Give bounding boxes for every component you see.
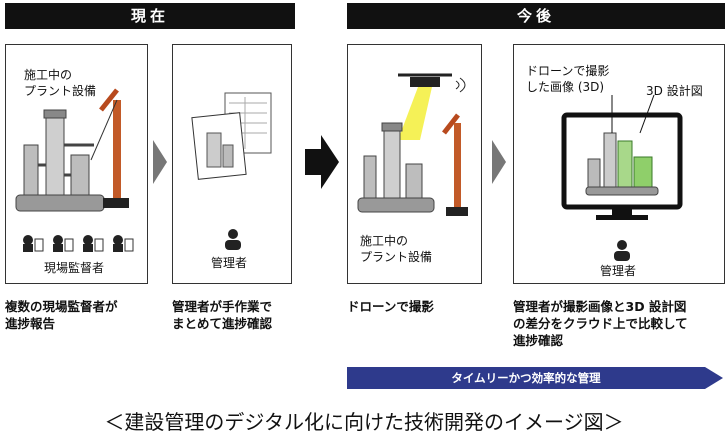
plant-icon bbox=[357, 122, 435, 213]
figure-caption: ＜建設管理のデジタル化に向けた技術開発のイメージ図＞ bbox=[104, 410, 624, 434]
description-manual-check: 管理者が手作業で まとめて進捗確認 bbox=[172, 299, 273, 331]
arrow-right-icon bbox=[153, 140, 167, 184]
panel-current-field: 施工中の プラント設備 現場監督者 bbox=[5, 44, 148, 284]
panel-future-drone: 施工中の プラント設備 bbox=[347, 44, 482, 284]
plant-label: 施工中の プラント設備 bbox=[360, 234, 433, 264]
drone-image-label: ドローンで撮影 した画像 (3D) bbox=[526, 64, 610, 94]
documents-icon bbox=[191, 92, 272, 180]
pointer-lines-icon bbox=[611, 94, 655, 134]
description-drone-capture: ドローンで撮影 bbox=[347, 299, 434, 314]
plant-label: 施工中の プラント設備 bbox=[24, 68, 97, 98]
big-arrow-icon bbox=[305, 135, 339, 189]
crane-icon bbox=[442, 113, 468, 216]
header-current: 現在 bbox=[5, 3, 295, 29]
supervisors-label: 現場監督者 bbox=[44, 261, 105, 275]
description-field-report: 複数の現場監督者が 進捗報告 bbox=[5, 299, 118, 331]
supervisors-icon bbox=[23, 235, 134, 252]
crane-icon bbox=[90, 88, 129, 208]
panel-future-manager: ドローンで撮影 した画像 (3D) 3D 設計図 管理者 bbox=[513, 44, 725, 284]
manager-icon bbox=[614, 240, 630, 261]
timeline-bar-arrow-icon bbox=[705, 367, 723, 389]
manager-label: 管理者 bbox=[600, 264, 637, 278]
header-future: 今後 bbox=[347, 3, 725, 29]
timeline-bar: タイムリーかつ効率的な管理 bbox=[347, 367, 705, 389]
arrow-right-icon bbox=[492, 140, 506, 184]
plant-icon bbox=[15, 109, 105, 212]
description-cloud-compare: 管理者が撮影画像と3D 設計図 の差分をクラウド上で比較して 進捗確認 bbox=[513, 299, 688, 348]
manager-label: 管理者 bbox=[211, 256, 248, 270]
design-label: 3D 設計図 bbox=[646, 84, 703, 98]
manager-icon bbox=[225, 229, 241, 250]
monitor-icon bbox=[561, 112, 683, 220]
panel-current-manager: 管理者 bbox=[172, 44, 292, 284]
drone-icon bbox=[398, 73, 466, 140]
